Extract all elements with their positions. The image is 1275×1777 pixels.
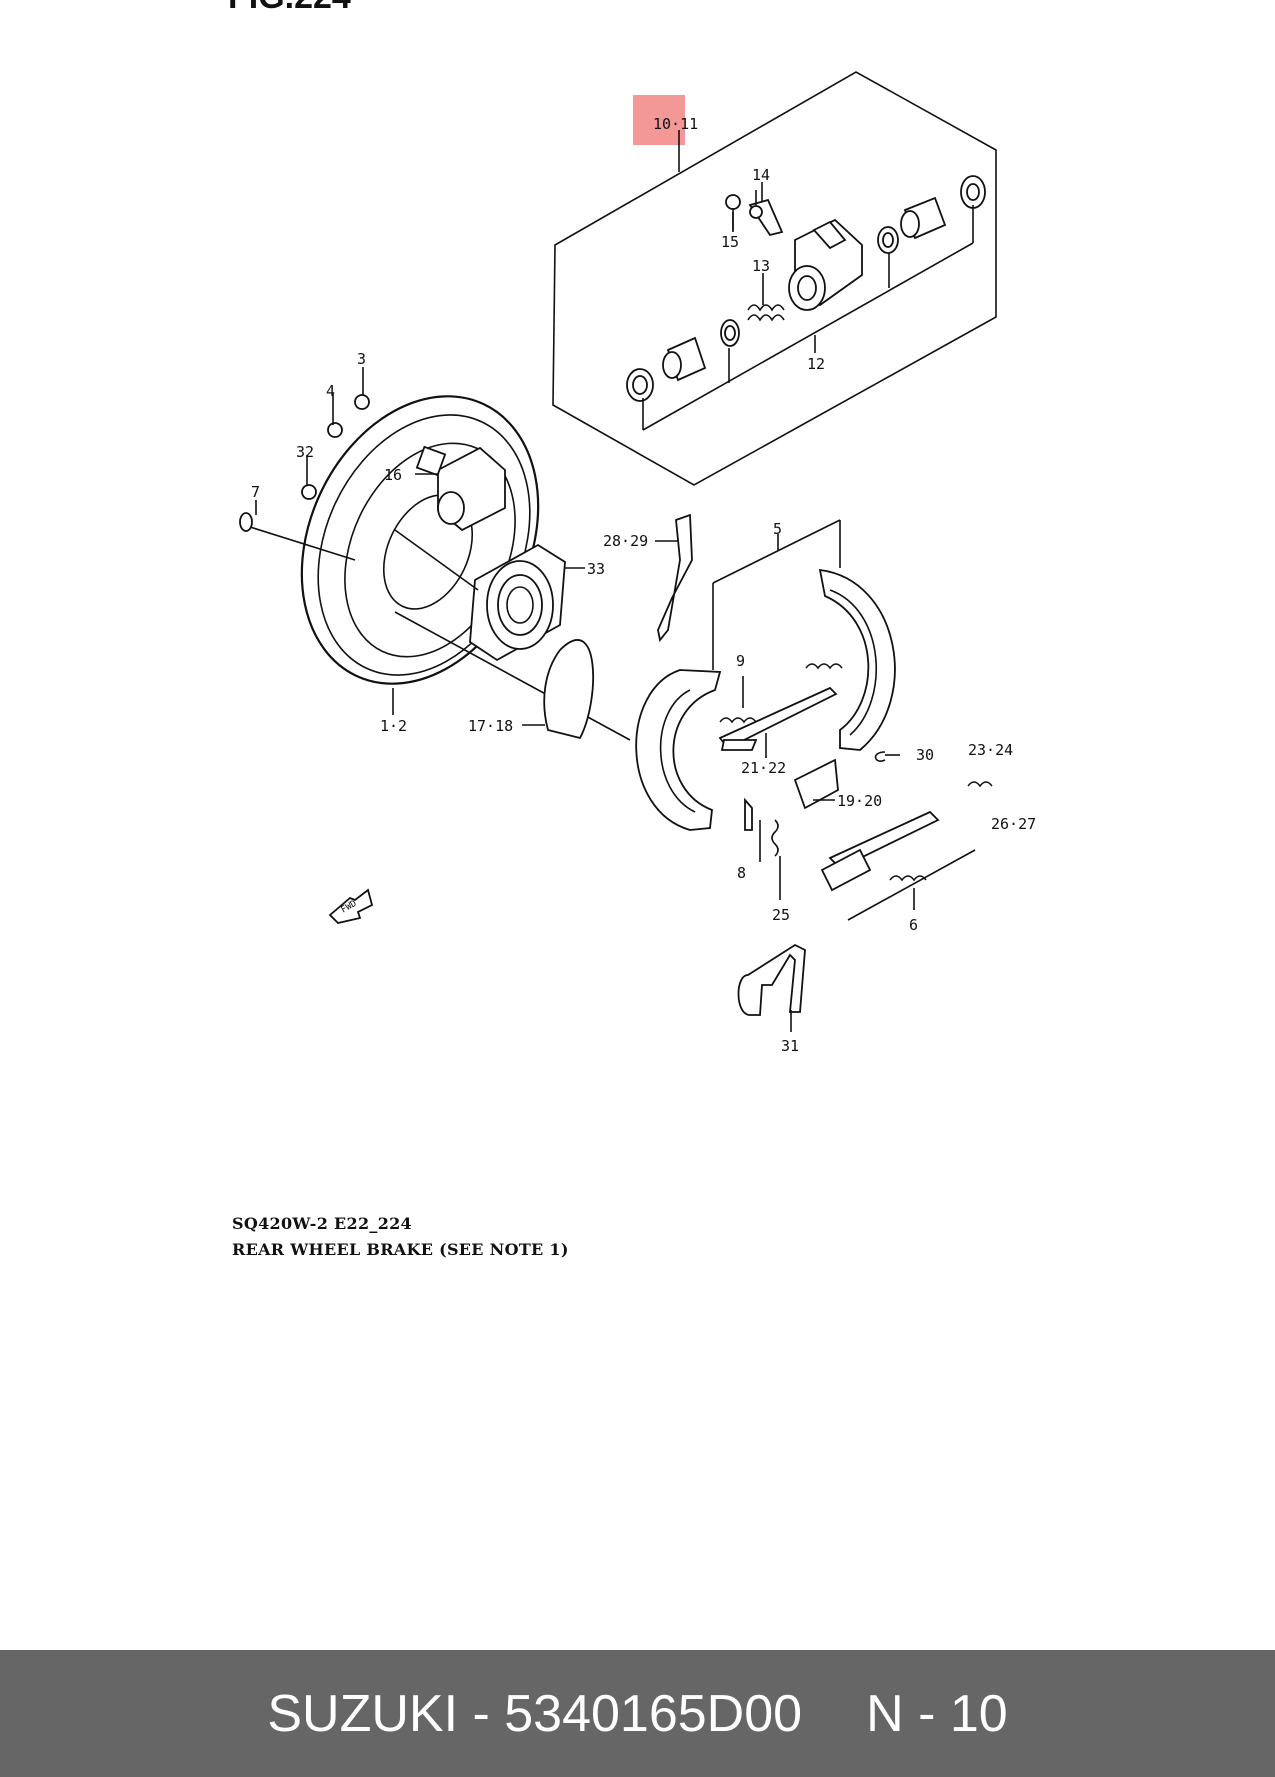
callout-label: 31 [781, 1037, 799, 1055]
wheel-cylinder-box [552, 71, 997, 486]
small-parts [543, 513, 993, 1016]
callout-label: 30 [916, 746, 934, 764]
brake-shoes [635, 519, 896, 831]
wheel-cylinder-leaders [642, 182, 974, 431]
callout-label: 12 [807, 355, 825, 373]
callout-label: 26·27 [991, 815, 1036, 833]
caption-description: REAR WHEEL BRAKE (SEE NOTE 1) [232, 1240, 569, 1259]
wheel-cylinder-parts [626, 175, 986, 402]
callout-label: 21·22 [741, 759, 786, 777]
callout-label: 32 [296, 443, 314, 461]
fwd-arrow-icon: FWD [328, 888, 374, 924]
callout-label: 15 [721, 233, 739, 251]
callout-label: 7 [251, 483, 260, 501]
callout-leaders [255, 190, 915, 1032]
callout-label: 17·18 [468, 717, 513, 735]
callout-label: 16 [384, 466, 402, 484]
callout-label: 8 [737, 864, 746, 882]
figure-title: FIG.224 [228, 0, 351, 17]
callout-highlight [633, 95, 685, 145]
page-reference: N - 10 [866, 1684, 1008, 1743]
diagram-caption: SQ420W-2 E22_224 REAR WHEEL BRAKE (SEE N… [232, 1211, 569, 1263]
callout-label: 5 [773, 520, 782, 538]
callout-label: 25 [772, 906, 790, 924]
callout-label: 6 [909, 916, 918, 934]
callout-labels: 10·11 14 15 13 12 3 4 32 16 7 28·29 5 33… [251, 115, 1036, 1055]
part-footer-bar: SUZUKI - 5340165D00 N - 10 [0, 1650, 1275, 1777]
hub-flange [394, 529, 631, 741]
brand-part-number: SUZUKI - 5340165D00 [267, 1684, 803, 1743]
callout-label: 19·20 [837, 792, 882, 810]
callout-label: 13 [752, 257, 770, 275]
callout-label: 4 [326, 382, 335, 400]
caption-code: SQ420W-2 E22_224 [232, 1214, 412, 1233]
callout-label: 3 [357, 350, 366, 368]
backing-plate [239, 394, 540, 685]
callout-label: 10·11 [653, 115, 698, 133]
callout-label: 9 [736, 652, 745, 670]
callout-label: 14 [752, 166, 770, 184]
callout-label: 1·2 [380, 717, 407, 735]
callout-label: 23·24 [968, 741, 1013, 759]
brake-exploded-diagram: FWD 10·11 14 15 13 12 3 4 32 16 7 28·29 [239, 71, 1036, 1055]
callout-label: 33 [587, 560, 605, 578]
callout-label: 28·29 [603, 532, 648, 550]
